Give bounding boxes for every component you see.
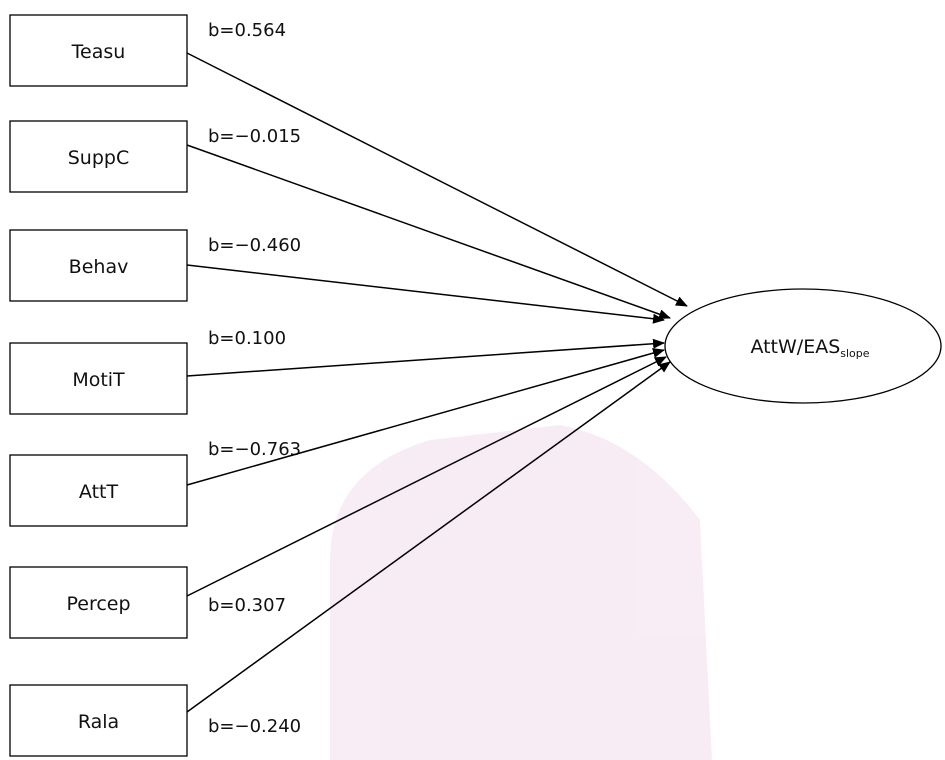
predictor-behav: Behav [9, 229, 188, 302]
predictor-rala: Rala [9, 684, 188, 757]
node-box [9, 566, 188, 639]
coef-label-behav: b=−0.460 [208, 235, 301, 256]
outcome-node: AttW/EASslope [664, 288, 942, 404]
outcome-subscript: slope [840, 347, 869, 360]
node-label: Teasu [71, 41, 126, 63]
path-arrow-rala [186, 361, 671, 713]
path-arrow-percep [186, 356, 667, 597]
node-box [9, 454, 188, 527]
outcome-ellipse [664, 288, 942, 404]
predictor-attt: AttT [9, 454, 188, 527]
path-arrow-behav [186, 264, 665, 324]
coef-label-suppc: b=−0.015 [208, 126, 301, 147]
predictor-teasu: Teasu [9, 14, 188, 87]
coef-label-motit: b=0.100 [208, 328, 286, 349]
predictor-percep: Percep [9, 566, 188, 639]
outcome-main-text: AttW/EAS [750, 336, 840, 358]
node-box [9, 14, 188, 87]
node-label: Rala [78, 711, 119, 733]
coef-label-teasu: b=0.564 [208, 20, 286, 41]
node-label: SuppC [68, 147, 130, 169]
node-box [9, 229, 188, 302]
node-label: Percep [66, 593, 130, 615]
coef-label-rala: b=−0.240 [208, 716, 301, 737]
path-arrow-teasu [186, 52, 688, 307]
path-arrow-attt [186, 348, 665, 486]
path-arrow-motit [186, 338, 665, 377]
coef-label-percep: b=0.307 [208, 595, 286, 616]
node-box [9, 342, 188, 415]
node-label: AttT [79, 481, 119, 503]
coef-label-attt: b=−0.763 [208, 439, 301, 460]
watermark-emblem [330, 425, 712, 760]
node-box [9, 684, 188, 757]
node-label: Behav [69, 256, 129, 278]
node-box [9, 120, 188, 193]
predictor-motit: MotiT [9, 342, 188, 415]
path-arrow-suppc [186, 144, 671, 319]
outcome-label: AttW/EASslope [750, 336, 869, 360]
node-label: MotiT [72, 369, 125, 391]
predictor-suppc: SuppC [9, 120, 188, 193]
